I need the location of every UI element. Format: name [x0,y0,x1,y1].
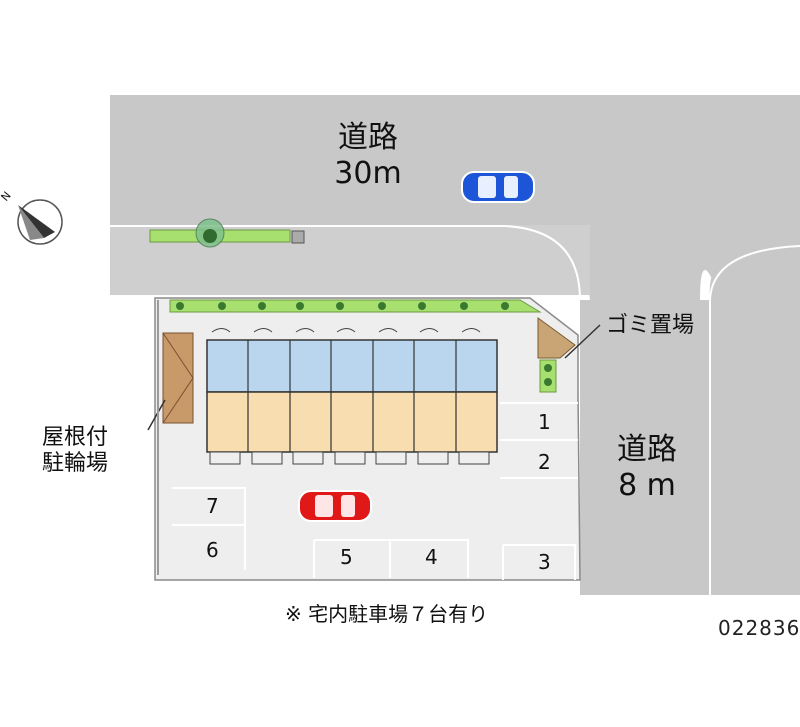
parking-bottom [172,487,576,580]
building [206,328,498,465]
building-upper [206,339,498,393]
east-road-name: 道路 [617,432,677,467]
east-road-width: 8 m [618,468,676,503]
parking-note: ※ 宅内駐車場７台有り [285,602,489,626]
garbage-label: ゴミ置場 [606,313,695,338]
parking-right [500,402,578,479]
parking-slot-2: 2 [538,450,551,474]
north-road-upper [110,95,800,225]
parking-slot-6: 6 [206,538,219,562]
covered-parking-label: 屋根付 駐輪場 [42,425,108,477]
roadside-tree-dark [203,229,217,243]
parking-slot-7: 7 [206,494,219,518]
compass-icon [17,199,63,245]
parking-slot-4: 4 [425,545,438,569]
parking-slot-5: 5 [340,545,353,569]
parking-slot-3: 3 [538,550,551,574]
garbage-area [537,317,576,359]
building-lower [206,391,498,453]
blue-car [461,171,535,203]
east-road [580,245,800,595]
north-road-name: 道路 [338,120,398,155]
east-curb [709,245,800,595]
garbage-leader [564,324,601,359]
north-road-width: 30m [334,156,402,191]
bike-leader [147,399,166,431]
north-road-label: 道路 30m [318,120,418,192]
curb-line [110,225,581,301]
parking-slot-1: 1 [538,410,551,434]
property-code: 022836 [718,616,800,640]
covered-bike-shelter [162,332,194,424]
east-road-label: 道路 8 m [592,432,702,504]
red-car [298,490,372,522]
hedge-trees [176,302,509,310]
covered-parking-line2: 駐輪場 [42,451,109,476]
covered-parking-line1: 屋根付 [42,425,109,450]
roadside-box [291,230,305,244]
